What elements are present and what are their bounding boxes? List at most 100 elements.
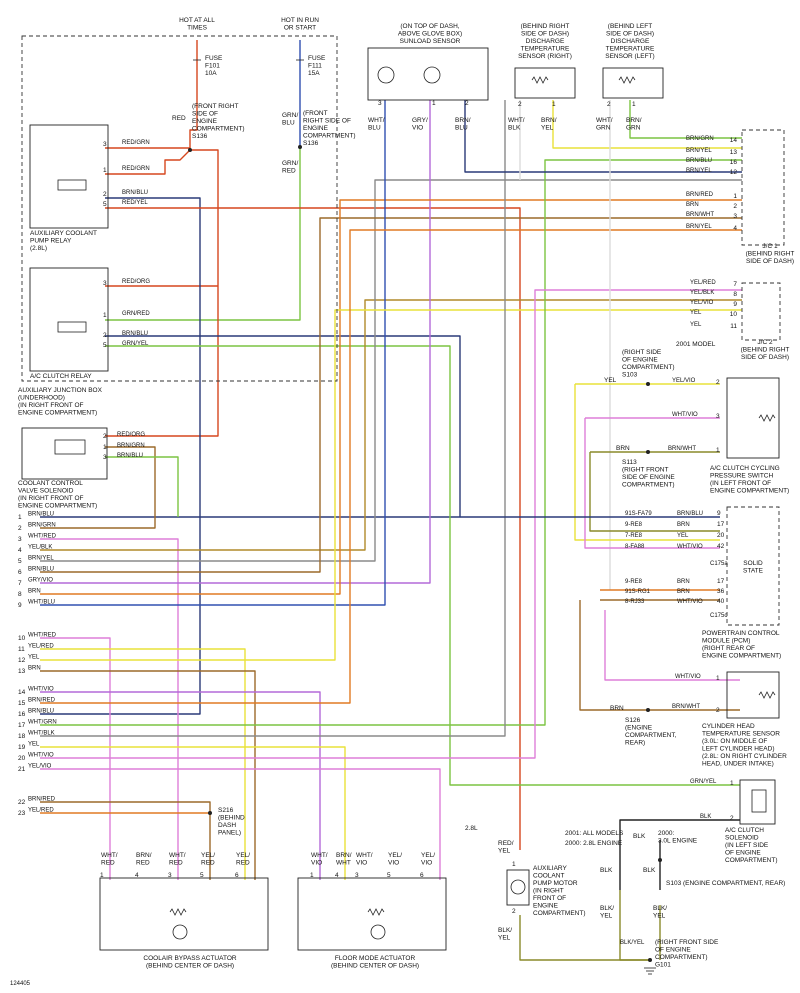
label: BRN/YEL	[686, 224, 712, 230]
label: 2001: ALL MODELS	[565, 830, 624, 837]
label: VIO	[388, 860, 399, 867]
label: YEL/VIO	[672, 378, 696, 384]
left-connector-pin: 21	[18, 766, 26, 773]
label: 4	[135, 872, 139, 879]
label: YEL	[604, 377, 617, 384]
label: 3	[355, 872, 359, 879]
label: 2	[103, 191, 107, 198]
splice-dot	[298, 145, 302, 149]
aux-junction-box	[21, 35, 338, 382]
wire-grn-blu: BLU	[282, 120, 295, 127]
left-connector-wire-label: BRN/RED	[28, 698, 56, 704]
label: BRN/RED	[686, 192, 714, 198]
splice-dot	[188, 148, 192, 152]
temp-sensor-right	[514, 67, 576, 99]
label: 1	[103, 444, 107, 451]
solenoid-coil-icon	[54, 439, 86, 455]
pump-motor-name: COMPARTMENT)	[533, 910, 585, 917]
label: 12	[730, 169, 738, 176]
splice-dot	[646, 450, 650, 454]
label: BRN/BLU	[122, 190, 148, 196]
left-connector-wire-label: WHT/RED	[28, 534, 57, 540]
s136-a: (FRONT RIGHT	[192, 103, 238, 110]
s136-b: S136	[303, 140, 319, 147]
label: 13	[730, 149, 738, 156]
wire-blk-ground	[619, 819, 740, 890]
wire-wht-grn-17	[40, 159, 742, 726]
label: 2000: 2.8L ENGINE	[565, 840, 623, 847]
left-connector-wire-label: WHT/RED	[28, 633, 57, 639]
label: GRN/YEL	[122, 341, 149, 347]
head-temp-sensor	[726, 671, 780, 719]
label: RED	[101, 860, 115, 867]
label: 11	[730, 323, 737, 330]
left-connector-wire-label: BRN/BLU	[28, 567, 54, 573]
label: 3	[103, 141, 107, 148]
label: BLK	[508, 125, 521, 132]
resistor-icon	[618, 76, 636, 84]
wire-brn-blu-6	[40, 217, 742, 573]
clutch-solenoid	[739, 779, 776, 825]
label: 7	[733, 281, 737, 288]
s216: (BEHIND	[218, 815, 245, 822]
pcm-name: (RIGHT REAR OF	[702, 645, 755, 652]
label: 1	[733, 193, 737, 200]
label: RED/GRN	[122, 166, 150, 172]
label: WHT/	[311, 852, 328, 859]
label: 3	[733, 213, 737, 220]
label: YEL	[690, 310, 702, 316]
left-connector-wire-label: BRN/GRN	[28, 523, 56, 529]
pcm-name: MODULE (PCM)	[702, 638, 750, 645]
label: STATE	[743, 568, 764, 575]
label: 1	[103, 312, 107, 319]
s136-a: COMPARTMENT)	[192, 126, 244, 133]
pressure-switch-name: A/C CLUTCH CYCLING	[710, 465, 780, 472]
label: 20	[717, 532, 725, 539]
label: WHT/	[169, 852, 186, 859]
left-connector-pin: 8	[18, 591, 22, 598]
label: RED/ORG	[122, 279, 150, 285]
label: BRN	[677, 579, 690, 585]
sunload-pin: 2	[465, 100, 469, 107]
label: BLK	[643, 867, 656, 874]
wire-wht-vio-20	[40, 289, 742, 759]
label: BRN/WHT	[686, 212, 714, 218]
label: REAR)	[625, 740, 645, 747]
label: RED/YEL	[122, 200, 148, 206]
label: 16	[730, 159, 738, 166]
label: 3	[168, 872, 172, 879]
sunload-wire: VIO	[412, 125, 423, 132]
label: VIO	[311, 860, 322, 867]
label: BRN/BLU	[117, 453, 143, 459]
label: 1	[632, 101, 636, 108]
temp-left-title: TEMPERATURE	[606, 46, 655, 53]
label: 1	[730, 780, 734, 787]
aux-junction-name: AUXILIARY JUNCTION BOX	[18, 387, 103, 394]
label: YEL/BLK	[690, 290, 714, 296]
wire-red-org-valve	[105, 149, 219, 437]
jc2-name: (BEHIND RIGHT	[741, 347, 790, 354]
label: (RIGHT SIDE	[622, 349, 662, 356]
fuse-f111-label: 15A	[308, 70, 320, 77]
label: WHT/VIO	[677, 599, 703, 605]
sunload-wire: WHT/	[368, 117, 385, 124]
splice-dot	[648, 958, 652, 962]
wire-red: RED	[172, 115, 186, 122]
label: C175c	[710, 613, 727, 619]
left-connector-pin: 14	[18, 689, 26, 696]
resistor-icon	[758, 414, 776, 422]
wire-brn-red-22	[40, 801, 211, 880]
label: WHT/VIO	[675, 674, 701, 680]
coolair-actuator	[99, 877, 269, 951]
label: BRN	[616, 445, 630, 452]
wire-wht-vio-14	[40, 691, 321, 880]
label: VIO	[421, 860, 432, 867]
coolant-valve-name: VALVE SOLENOID	[18, 488, 74, 495]
label: S103 (ENGINE COMPARTMENT, REAR)	[666, 880, 785, 887]
label: BRN	[686, 202, 699, 208]
pump-motor-name: (IN RIGHT	[533, 888, 564, 895]
wire-grn-red: RED	[282, 168, 296, 175]
left-connector-wire-label: BRN	[28, 666, 41, 672]
left-connector-wire-label: WHT/VIO	[28, 753, 54, 759]
label: 2.8L	[465, 825, 478, 832]
